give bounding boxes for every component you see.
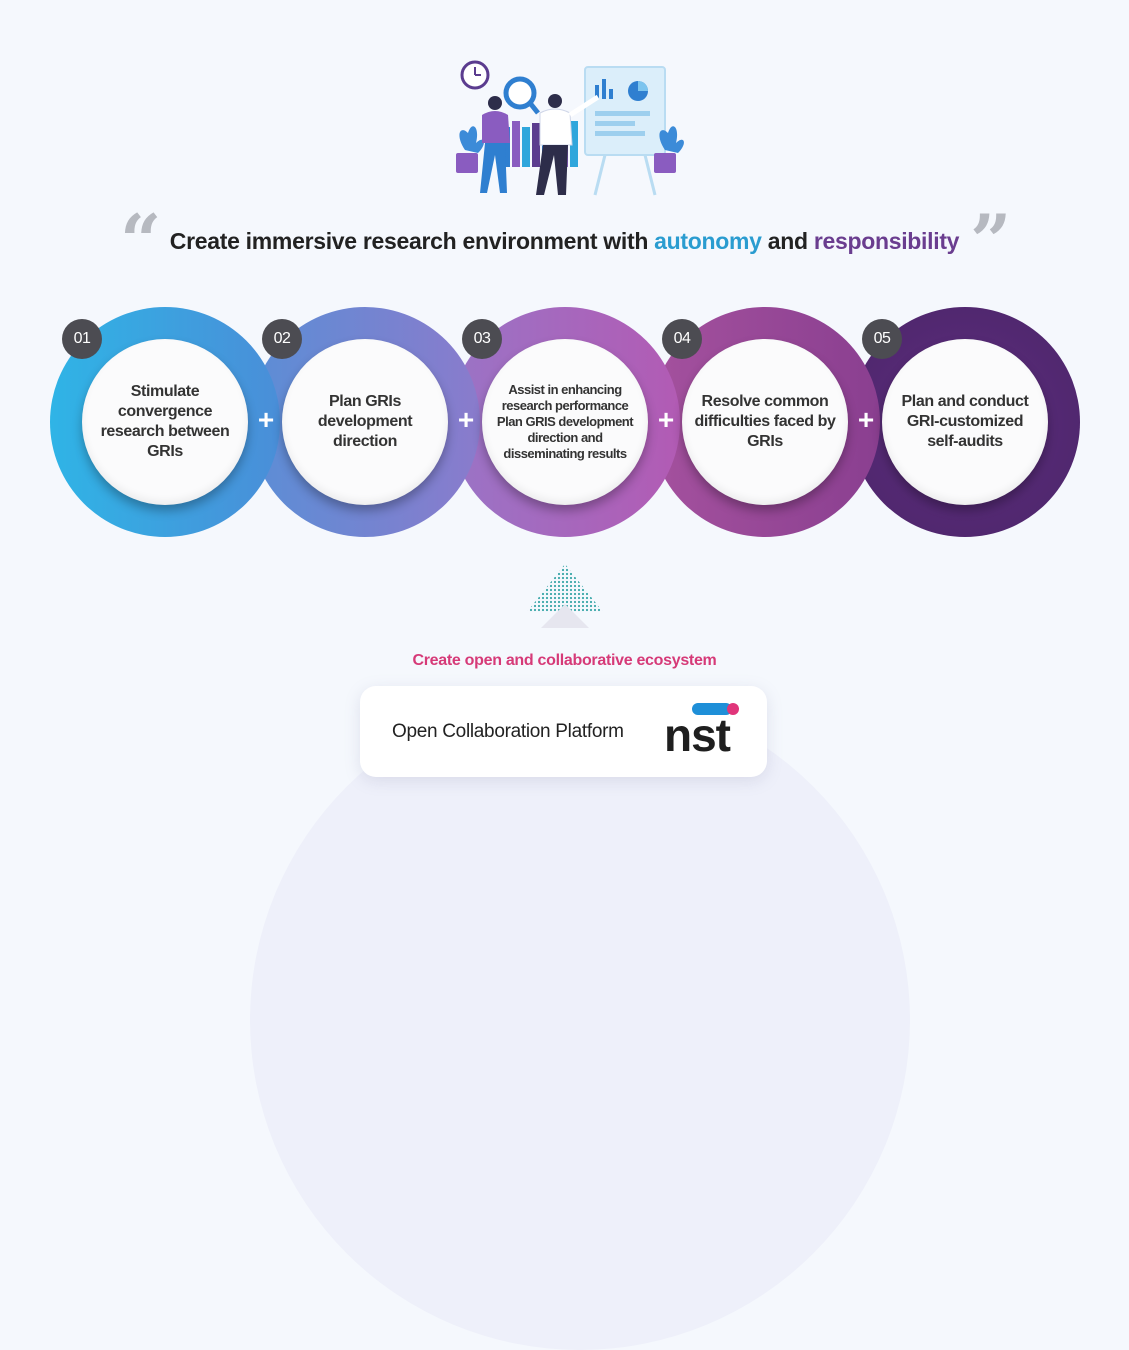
plant-icon (456, 126, 684, 173)
step-4-badge: 04 (662, 319, 702, 359)
research-illustration (456, 60, 684, 196)
step-4-text: Resolve common difficulties faced by GRI… (694, 393, 836, 450)
plus-icon: + (657, 404, 675, 435)
headline-text: and (761, 228, 814, 254)
plus-icon: + (857, 404, 875, 435)
headline: Create immersive research environment wi… (0, 228, 1129, 255)
nst-logo-mark (692, 703, 739, 715)
step-5-text: Plan and conduct GRI-customized self-aud… (901, 393, 1029, 450)
step-1-circle: Stimulate convergence research between G… (82, 339, 248, 505)
step-3-circle: Assist in enhancing research performance… (482, 339, 648, 505)
close-quote-icon: ” (970, 198, 1012, 283)
person-icon (536, 94, 600, 195)
step-4-circle: Resolve common difficulties faced by GRI… (682, 339, 848, 505)
clock-icon (460, 60, 490, 90)
plus-icon: + (257, 404, 275, 435)
platform-label: Open Collaboration Platform (392, 721, 624, 742)
person-icon (480, 96, 510, 193)
presentation-board-icon (584, 66, 666, 196)
background-arc (250, 690, 910, 1350)
platform-card: Open Collaboration Platform nst (360, 686, 767, 777)
step-3-badge: 03 (462, 319, 502, 359)
step-5-badge: 05 (862, 319, 902, 359)
magnifier-icon (503, 76, 540, 115)
headline-text: Create immersive research environment wi… (169, 228, 655, 254)
nst-logo: nst (664, 709, 731, 761)
step-1-text: Stimulate convergence research between G… (100, 383, 230, 460)
open-quote-icon: “ (120, 198, 162, 283)
step-2-text: Plan GRIs development direction (317, 393, 413, 450)
step-2-badge: 02 (262, 319, 302, 359)
step-5-circle: Plan and conduct GRI-customized self-aud… (882, 339, 1048, 505)
headline-highlight-autonomy: autonomy (654, 228, 762, 254)
plus-icon: + (457, 404, 475, 435)
headline-highlight-responsibility: responsibility (813, 228, 960, 254)
step-2-circle: Plan GRIs development direction (282, 339, 448, 505)
ecosystem-title: Create open and collaborative ecosystem (412, 652, 717, 669)
step-3-text: Assist in enhancing research performance… (496, 382, 634, 461)
triangle-up-icon (527, 564, 603, 628)
step-1-badge: 01 (62, 319, 102, 359)
